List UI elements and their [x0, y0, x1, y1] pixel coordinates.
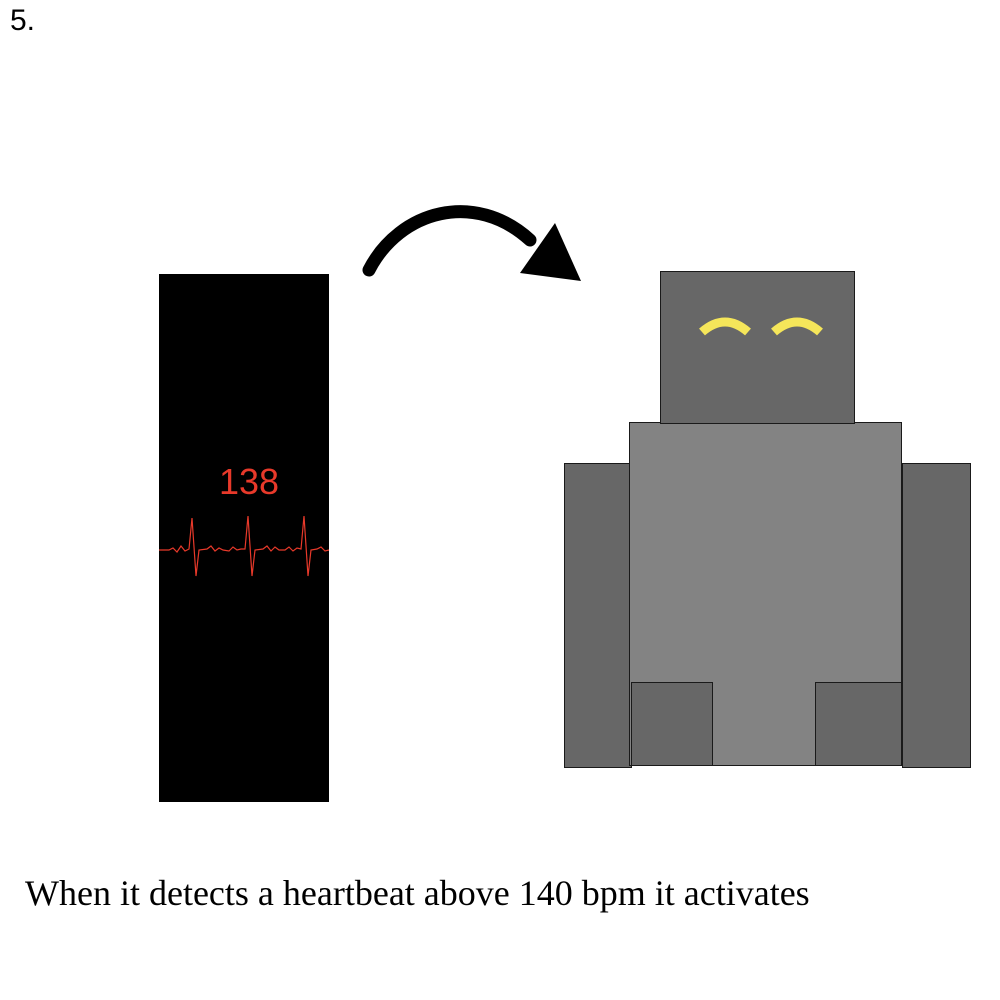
robot-eyes-icon: [699, 317, 823, 336]
step-number: 5.: [10, 4, 36, 37]
robot-torso: [629, 422, 902, 766]
ecg-waveform-icon: [159, 515, 330, 577]
robot-left-arm: [564, 463, 632, 768]
caption: When it detects a heartbeat above 140 bp…: [25, 873, 810, 913]
robot-right-arm: [902, 463, 971, 768]
robot-head: [660, 271, 855, 424]
robot-left-leg: [631, 682, 713, 766]
heart-rate-monitor: 138: [159, 274, 330, 802]
robot-right-leg: [815, 682, 902, 766]
curved-arrow-icon: [362, 205, 581, 281]
bpm-reading: 138: [218, 461, 280, 502]
